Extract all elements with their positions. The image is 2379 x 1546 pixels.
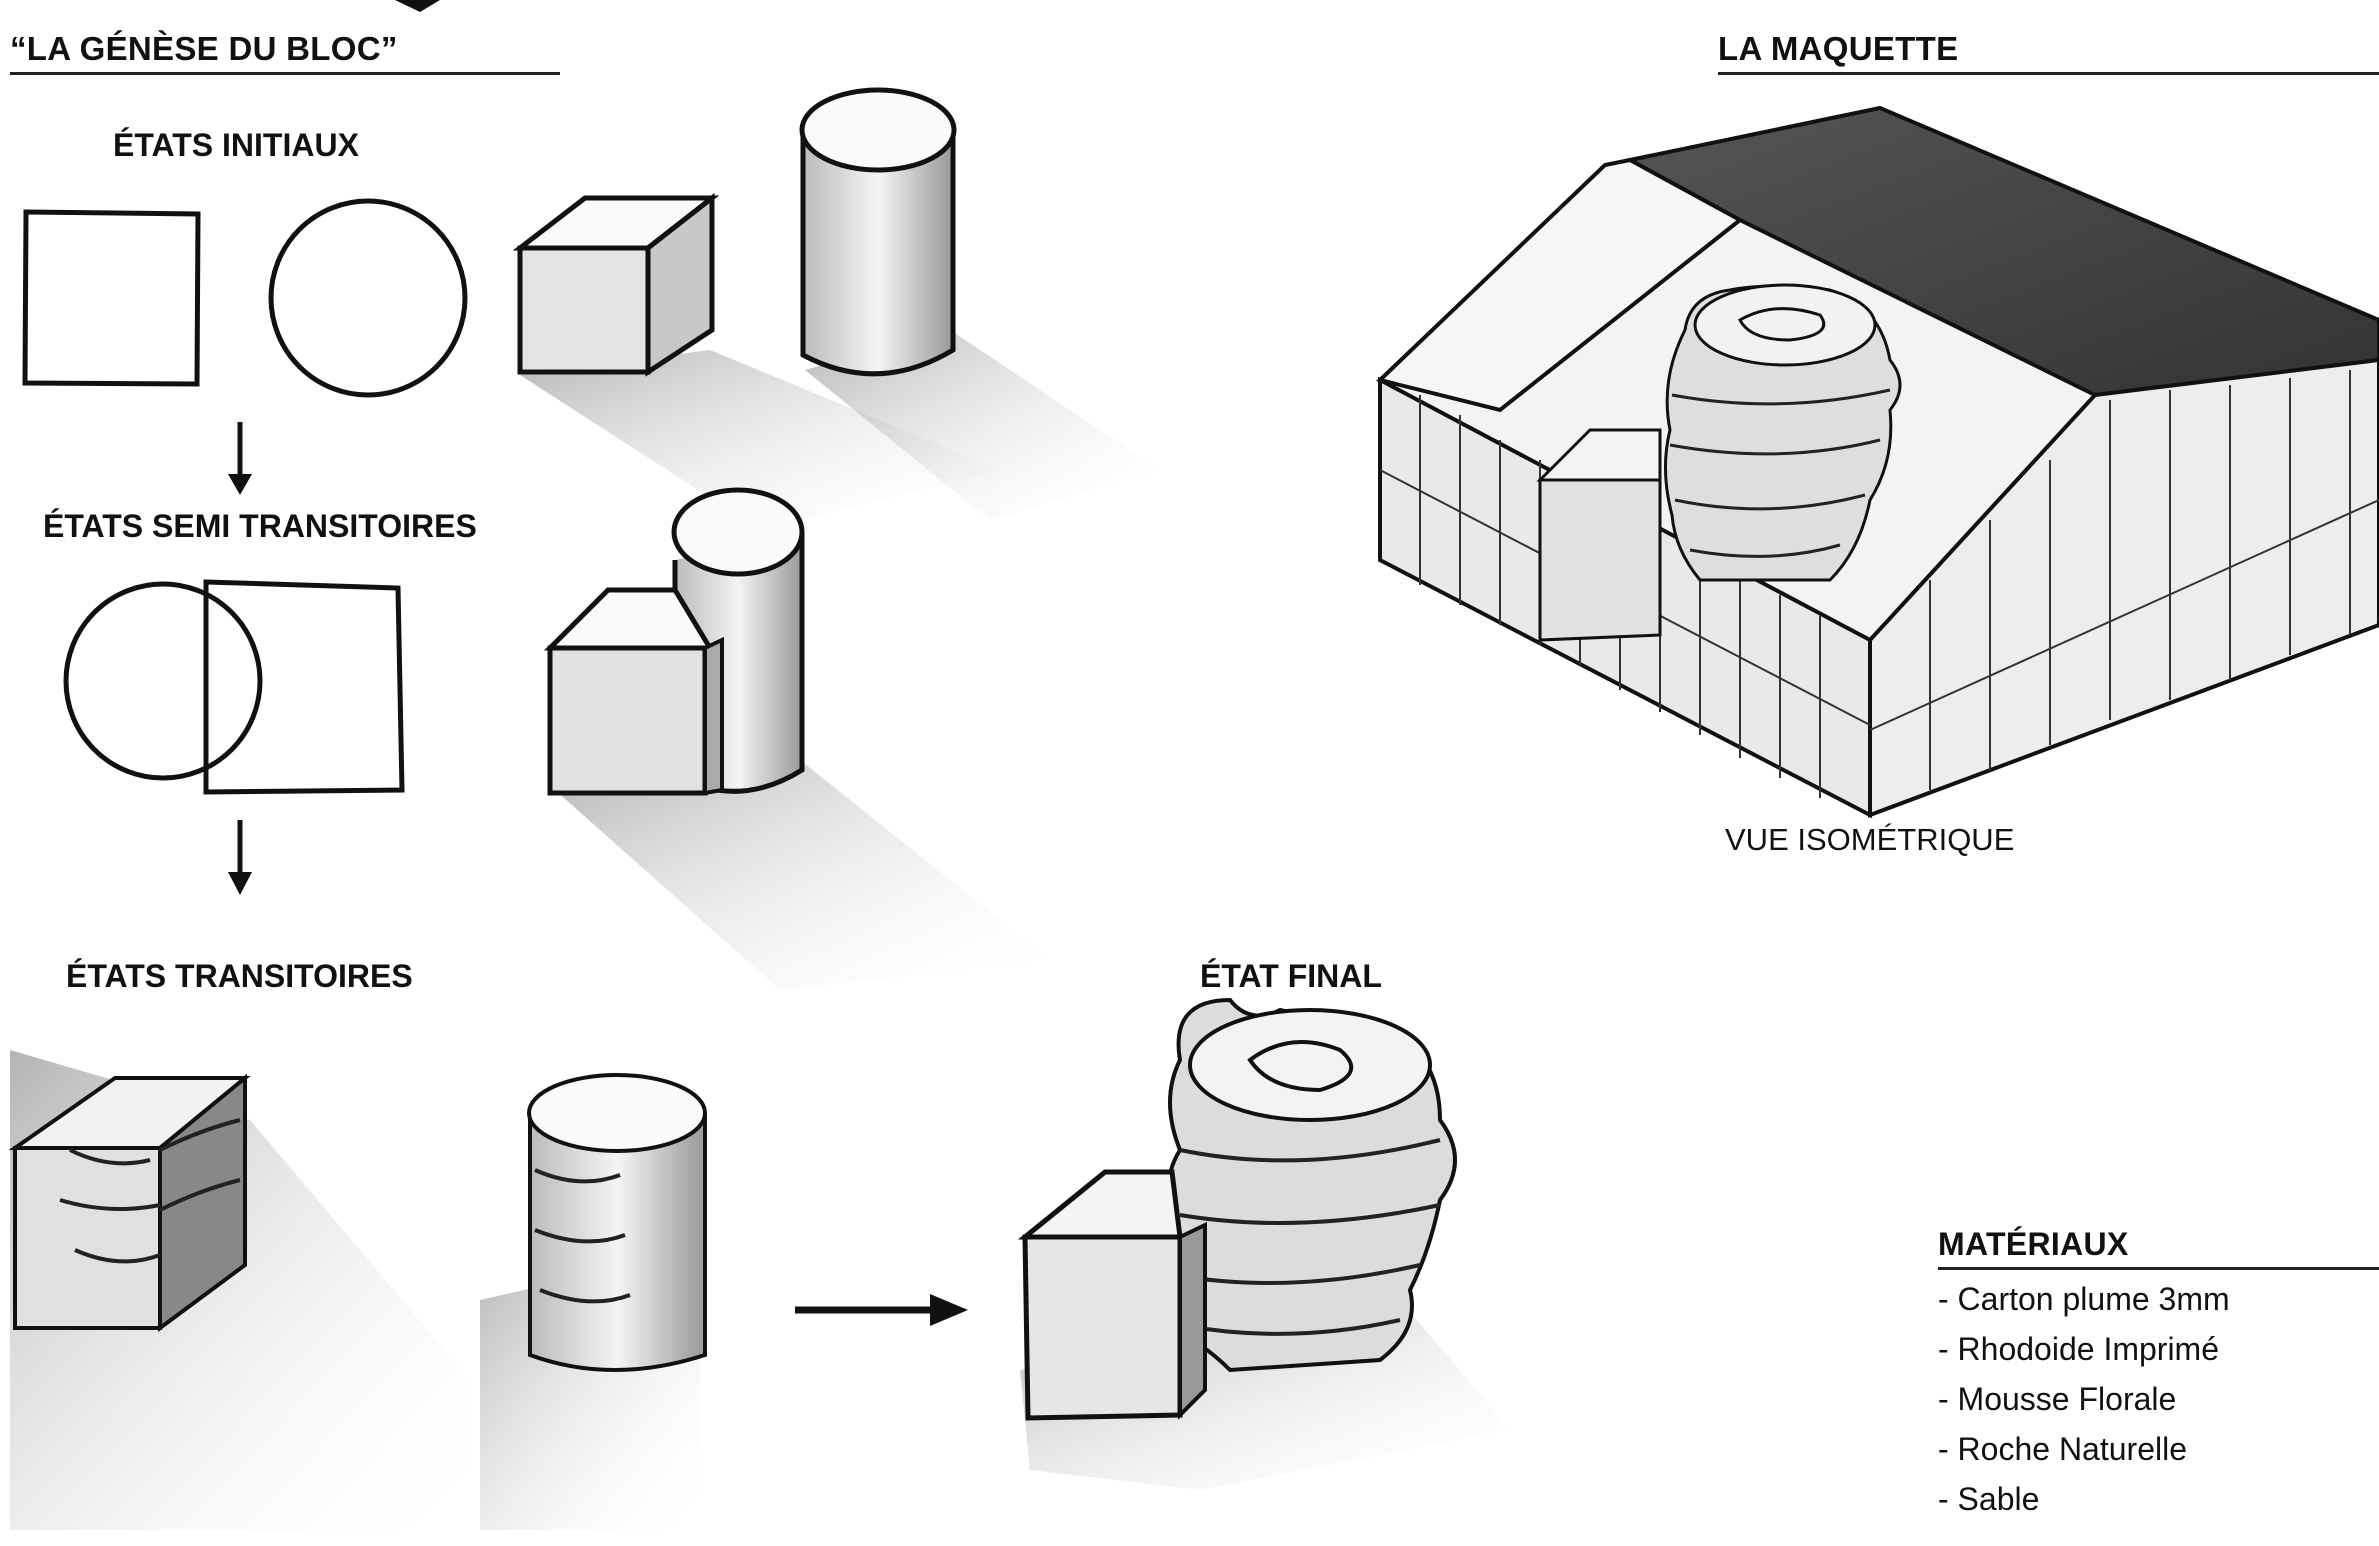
materials-item: - Roche Naturelle: [1938, 1431, 2187, 1467]
materials-item: - Rhodoide Imprimé: [1938, 1331, 2219, 1367]
arrow-down-icon: [228, 820, 252, 895]
final-rock-cube-sketch: [1017, 997, 1510, 1490]
section-title-genese: “LA GÉNÈSE DU BLOC”: [10, 30, 560, 75]
initial-circle-sketch: [268, 198, 468, 398]
isometric-model-sketch: [1375, 105, 2379, 819]
initial-cylinder-sketch: [799, 87, 1160, 520]
label-final-state: ÉTAT FINAL: [1200, 958, 1382, 994]
caption-isometric-view: VUE ISOMÉTRIQUE: [1725, 822, 2015, 857]
materials-panel: MATÉRIAUX - Carton plume 3mm - Rhodoide …: [1938, 1226, 2379, 1524]
label-semi-transitory-states: ÉTATS SEMI TRANSITOIRES: [43, 508, 477, 544]
initial-square-sketch: [22, 209, 201, 387]
materials-list: - Carton plume 3mm - Rhodoide Imprimé - …: [1938, 1274, 2379, 1524]
semi-cube-cylinder-sketch: [543, 487, 1050, 990]
materials-item: - Sable: [1938, 1481, 2040, 1517]
transitory-eroded-cube-sketch: [8, 1050, 470, 1530]
arrow-down-icon: [228, 422, 252, 495]
label-transitory-states: ÉTATS TRANSITOIRES: [66, 958, 413, 994]
transitory-eroded-cylinder-sketch: [480, 1073, 707, 1530]
label-initial-states: ÉTATS INITIAUX: [113, 127, 359, 163]
top-arrow-tip: [395, 0, 440, 12]
materials-item: - Carton plume 3mm: [1938, 1281, 2230, 1317]
materials-item: - Mousse Florale: [1938, 1381, 2177, 1417]
semi-circle-square-sketch: [63, 579, 405, 795]
section-title-maquette: LA MAQUETTE: [1718, 30, 2379, 75]
arrow-right-icon: [795, 1294, 968, 1326]
initial-cube-sketch: [512, 192, 1000, 530]
materials-title: MATÉRIAUX: [1938, 1226, 2379, 1270]
